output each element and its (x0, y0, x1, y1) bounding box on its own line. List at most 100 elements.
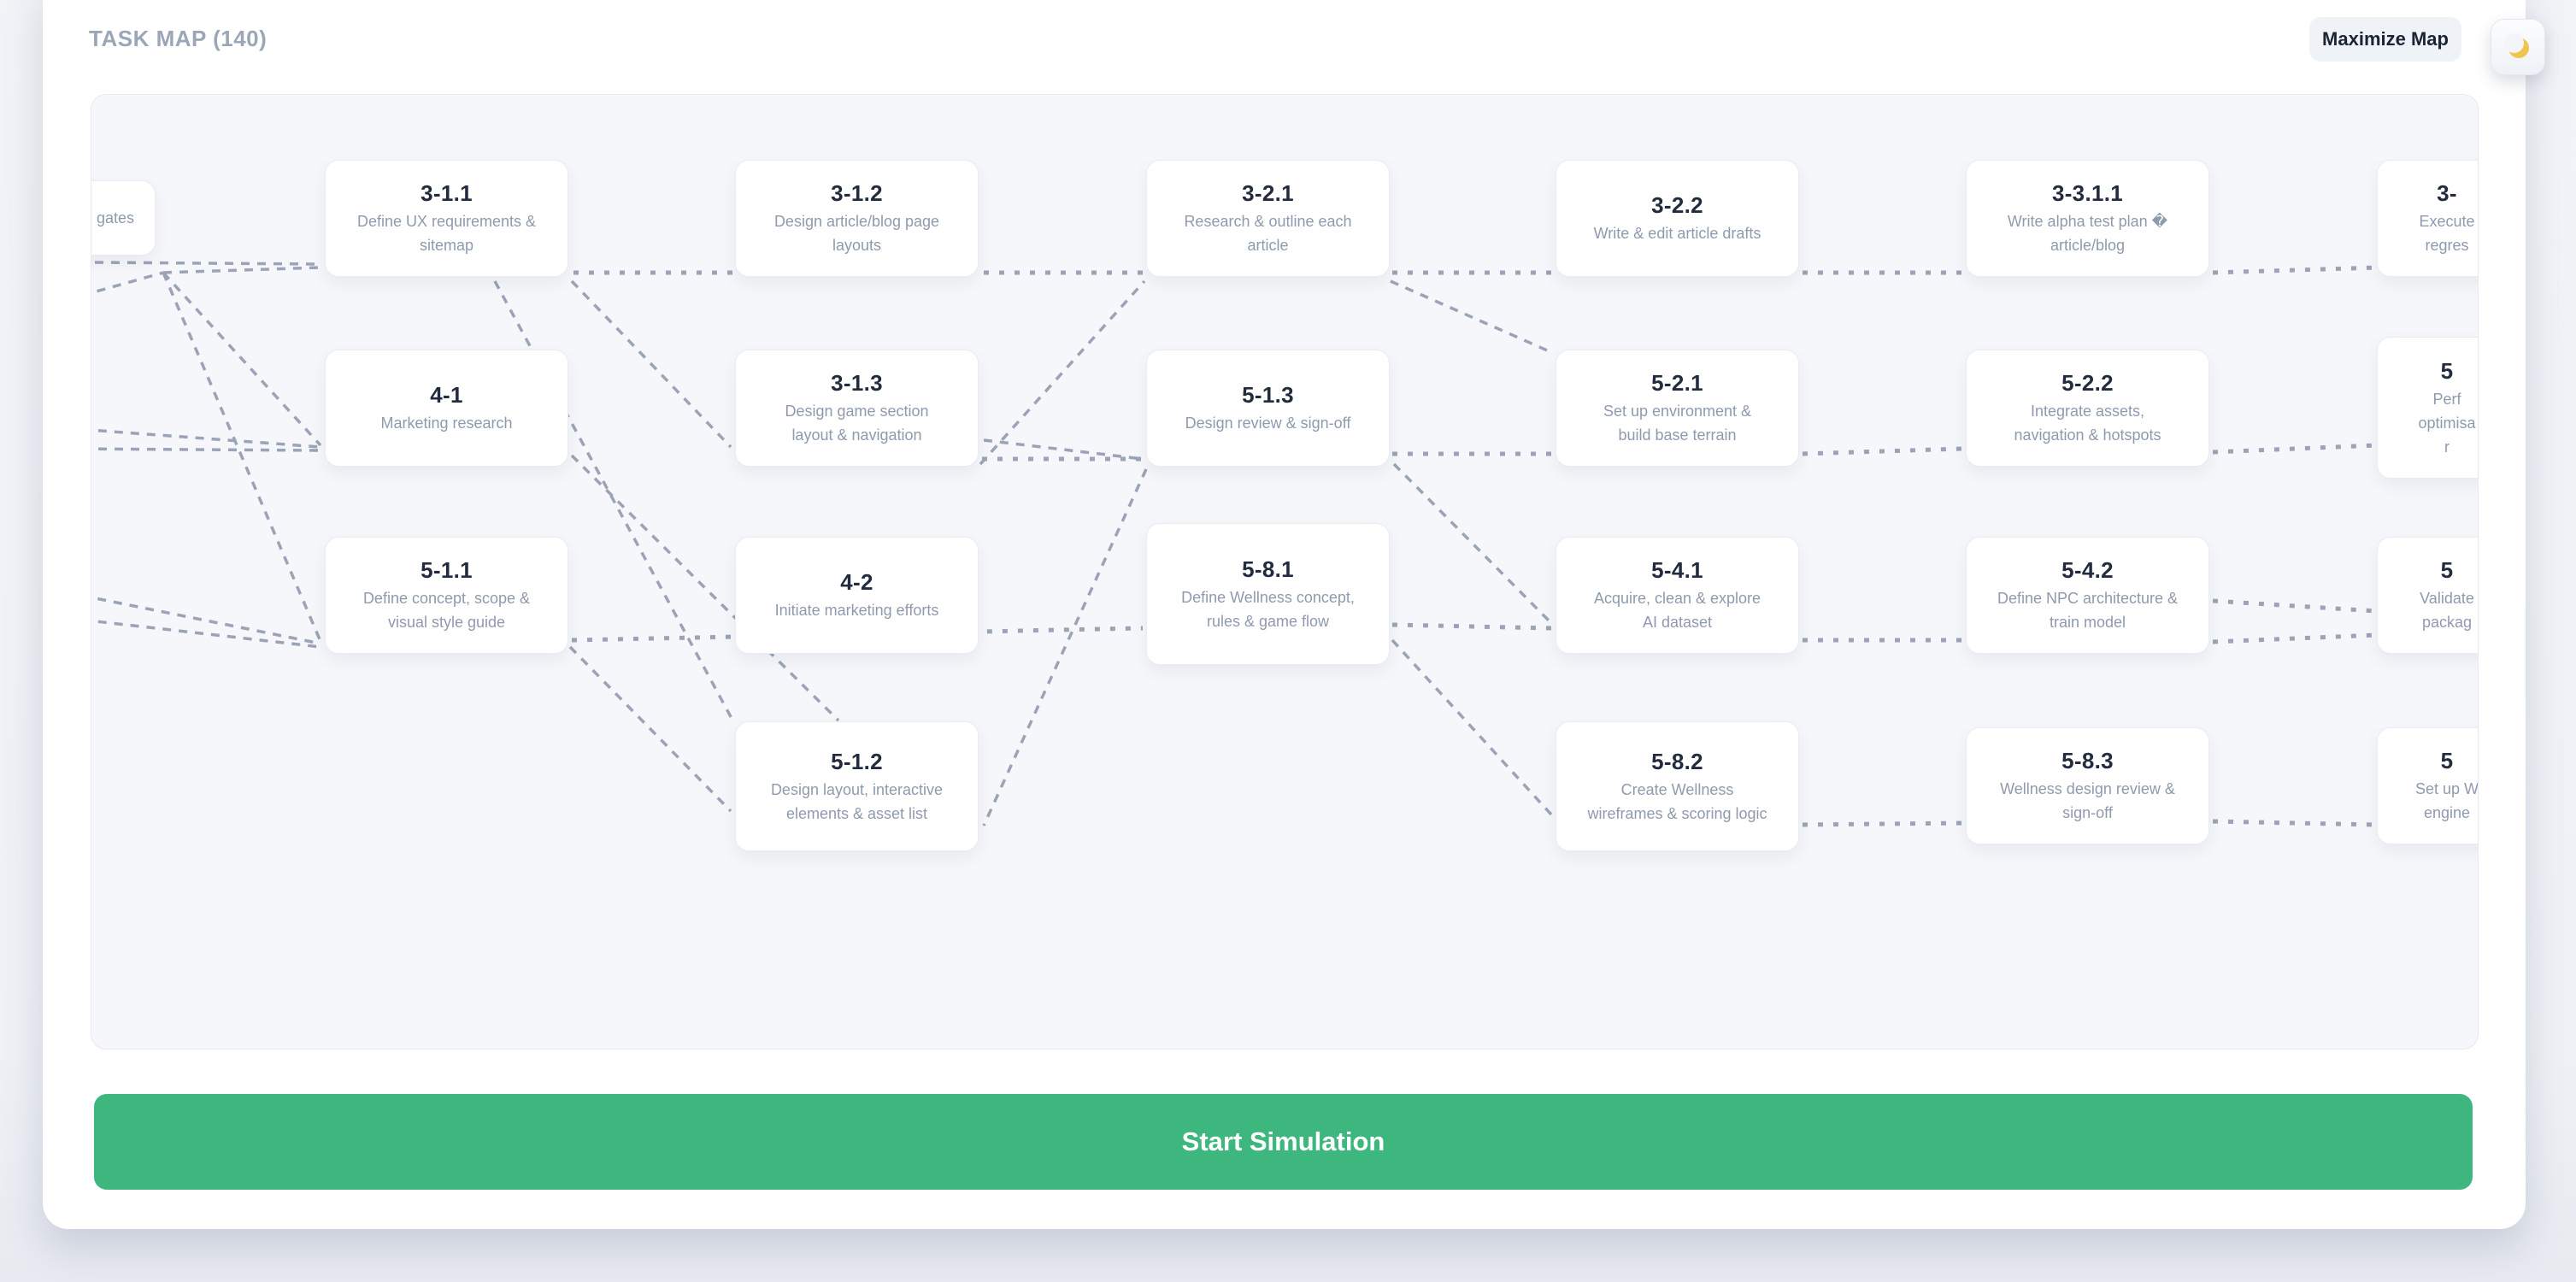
task-node-id: 3-3.1.1 (2051, 180, 2124, 206)
task-node-description: Wellness design review & sign-off (2000, 780, 2175, 821)
task-node-id: 3-1.2 (831, 180, 883, 206)
task-node-id: 5-4.1 (1651, 557, 1703, 583)
task-node-id: 5-4.2 (2061, 557, 2114, 583)
task-node-description: gates (96, 209, 134, 226)
task-node-id: 5-2.2 (2061, 370, 2114, 396)
dependency-edge (1391, 638, 1553, 816)
task-node-description: Execute regres (2419, 213, 2475, 254)
dependency-edge (982, 468, 1148, 826)
dependency-edge (2212, 443, 2378, 455)
task-node-description: Set up environment & build base terrain (1603, 403, 1752, 444)
task-node-id: 3-2.2 (1651, 192, 1703, 218)
task-node-id: 3-1.3 (831, 370, 883, 396)
task-node-gates[interactable]: gates (91, 180, 156, 256)
dependency-edge (91, 271, 164, 295)
dependency-edge (91, 428, 321, 449)
theme-toggle-button[interactable] (2491, 19, 2545, 75)
task-node-id: 5-8.1 (1242, 556, 1294, 582)
task-node-description: Define NPC architecture & train model (1997, 590, 2179, 631)
task-map-title: TASK MAP (140) (89, 26, 268, 51)
task-node-description: Define UX requirements & sitemap (356, 213, 537, 254)
task-node-description: Perf optimisa r (2418, 390, 2476, 456)
dependency-edge (1390, 279, 1554, 355)
task-node-description: Define concept, scope & visual style gui… (362, 590, 531, 631)
task-node-id: 3- (2437, 180, 2457, 206)
task-node-id: 5-1.1 (421, 557, 473, 583)
dependency-edge (493, 280, 736, 724)
maximize-map-label: Maximize Map (2322, 28, 2449, 50)
dependency-edge (979, 279, 1146, 466)
dependency-edge (162, 266, 321, 274)
dependency-edge (983, 438, 1144, 461)
dependency-edge (162, 272, 324, 646)
task-node-description: Write & edit article drafts (1593, 225, 1761, 242)
maximize-map-button[interactable]: Maximize Map (2309, 17, 2461, 62)
dependency-edge (162, 271, 322, 447)
task-node-id: 4-1 (430, 382, 463, 408)
task-node-id: 4-2 (840, 569, 873, 595)
task-node-g1[interactable]: 3- Execute regres (2377, 160, 2478, 277)
task-node-description: Integrate assets, navigation & hotspots (2014, 403, 2161, 444)
dependency-edge (1802, 820, 1962, 827)
task-node-description: Design article/blog page layouts (773, 213, 940, 254)
start-simulation-label: Start Simulation (1181, 1126, 1385, 1156)
dependency-edge (91, 596, 321, 645)
task-node-id: 5-1.3 (1242, 382, 1294, 408)
dependency-edge (91, 447, 321, 452)
task-node-id: 5-8.3 (2061, 748, 2114, 773)
task-node-description: Write alpha test plan � article/blog (2007, 213, 2168, 254)
task-node-description: Acquire, clean & explore AI dataset (1593, 590, 1761, 631)
task-node-description: Set up W engine (2414, 780, 2479, 821)
task-node-description: Marketing research (380, 415, 513, 432)
moon-icon (2503, 32, 2532, 62)
dependency-edge (2212, 632, 2378, 644)
task-node-id: 5-8.2 (1651, 748, 1703, 774)
task-node-id: 5-2.1 (1651, 370, 1703, 396)
task-node-description: Design review & sign-off (1185, 415, 1351, 432)
dependency-edge (570, 454, 840, 722)
dependency-edge (1392, 462, 1553, 625)
dependency-edge (2212, 265, 2378, 275)
task-node-description: Create Wellness wireframes & scoring log… (1587, 780, 1767, 822)
task-node-description: Validate packag (2420, 590, 2474, 631)
dependency-edge (570, 279, 732, 449)
dependency-edge (2212, 598, 2378, 614)
task-node-description: Design layout, interactive elements & as… (770, 780, 944, 822)
dependency-edge (1802, 446, 1962, 456)
dependency-edge (94, 261, 321, 266)
task-node-id: 3-1.1 (421, 180, 473, 206)
task-node-description: Design game section layout & navigation (785, 403, 929, 444)
dependency-edge (568, 645, 732, 813)
start-simulation-button[interactable]: Start Simulation (94, 1094, 2473, 1190)
task-node-description: Research & outline each article (1184, 213, 1352, 254)
dependency-edge (91, 619, 321, 649)
task-node-id: 5-1.2 (831, 748, 883, 774)
dependency-edge (1391, 622, 1552, 631)
task-node-id: 3-2.1 (1242, 180, 1294, 206)
dependency-edge (571, 626, 1144, 643)
task-node-id: 5 (2440, 748, 2454, 773)
